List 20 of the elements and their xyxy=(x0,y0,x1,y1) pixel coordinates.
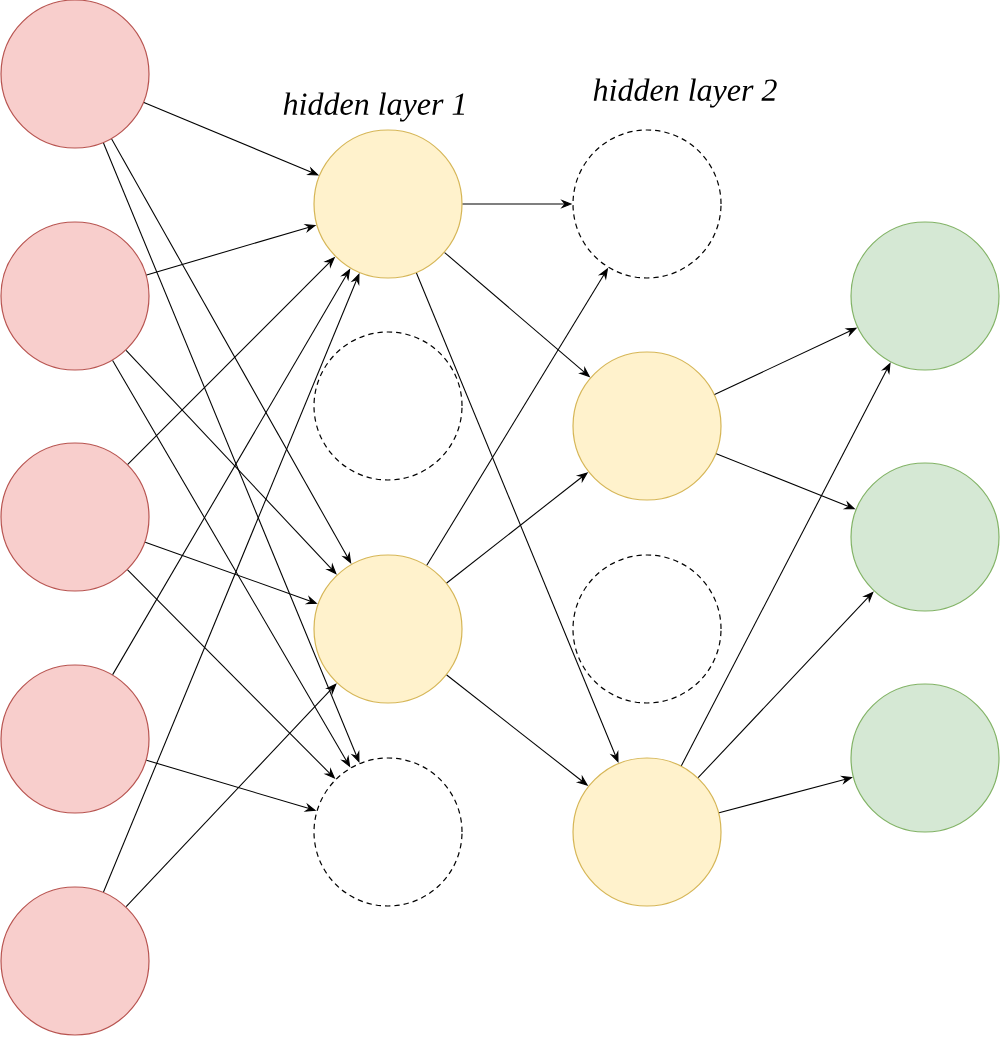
input-neuron xyxy=(0,442,150,592)
hidden-neuron xyxy=(572,351,722,501)
arrow xyxy=(125,349,337,575)
dropped-neuron xyxy=(572,129,722,279)
dropped-neuron xyxy=(313,331,463,481)
arrow xyxy=(125,683,337,908)
arrow xyxy=(718,775,853,814)
arrow xyxy=(697,591,874,779)
input-neuron xyxy=(0,664,150,814)
input-neuron xyxy=(0,221,150,371)
output-neuron xyxy=(850,683,1000,833)
hidden-neuron xyxy=(313,129,463,279)
output-neuron xyxy=(850,221,1000,371)
hidden-neuron xyxy=(313,554,463,704)
input-neuron xyxy=(0,0,150,149)
dropped-neuron xyxy=(313,757,463,907)
input-neuron xyxy=(0,886,150,1036)
hidden-neuron xyxy=(572,757,722,907)
output-neuron xyxy=(850,462,1000,612)
dropped-neuron xyxy=(572,554,722,704)
